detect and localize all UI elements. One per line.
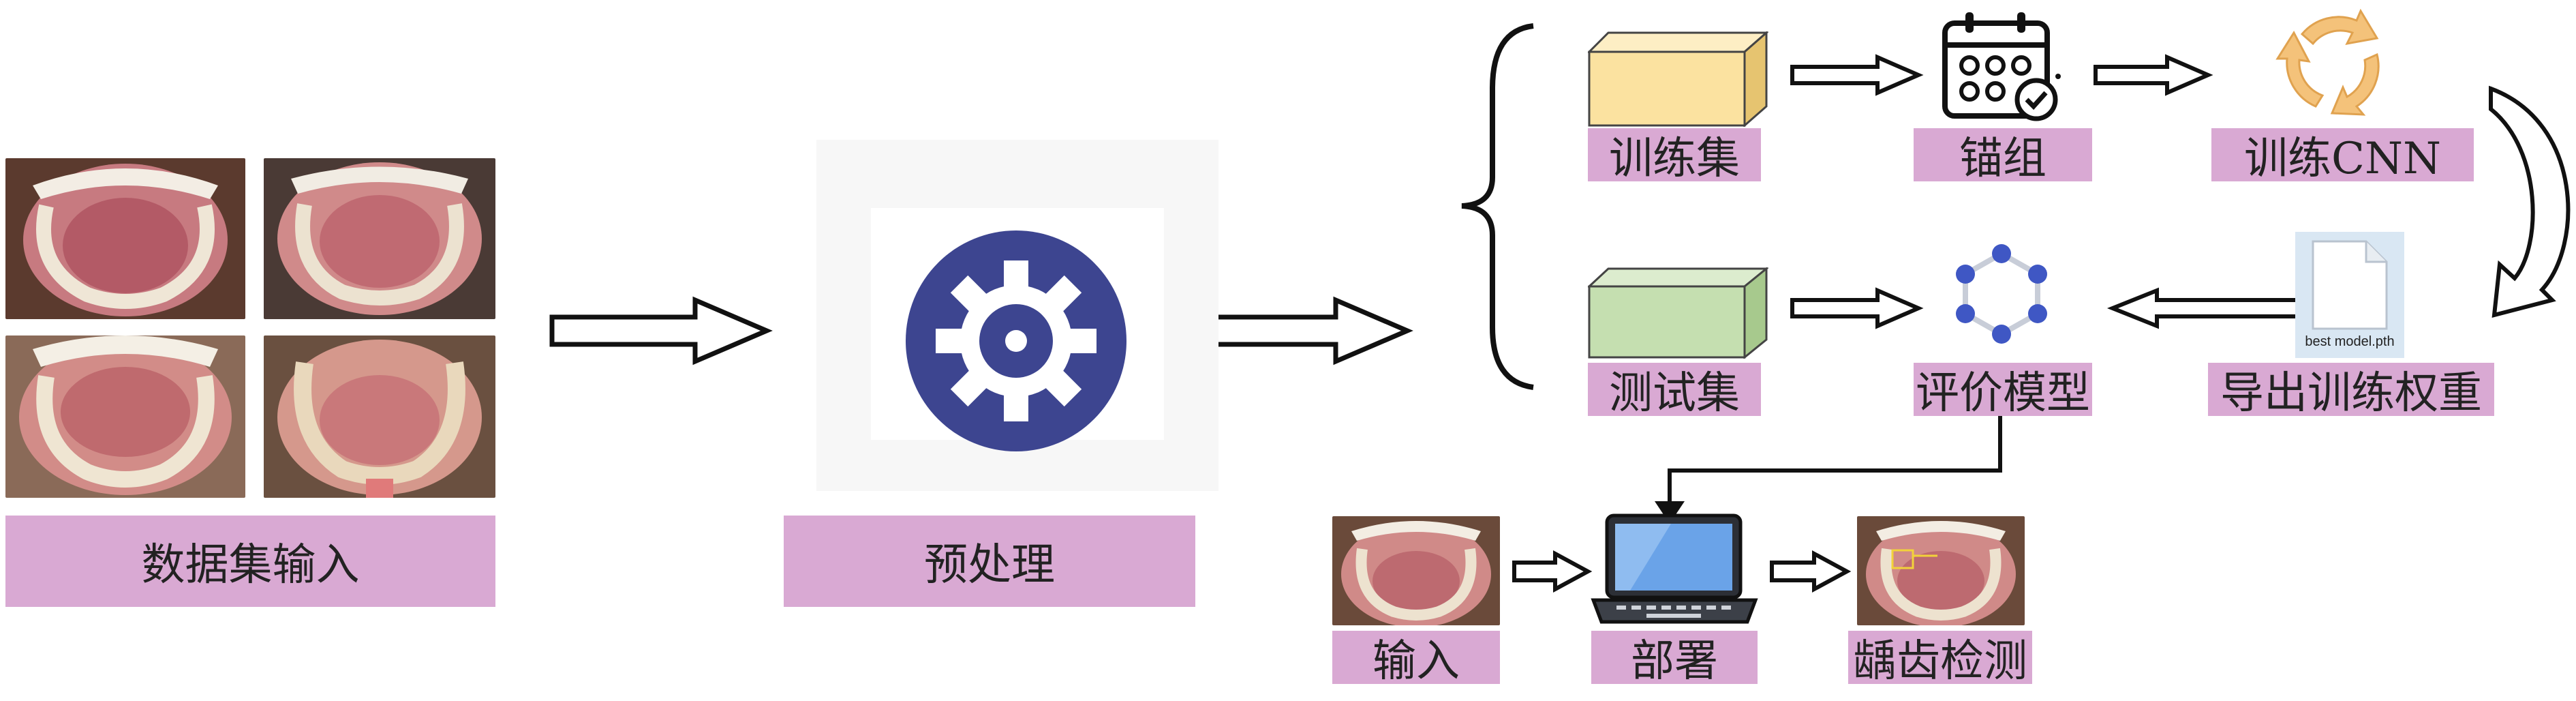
preprocess-label: 预处理: [784, 516, 1195, 607]
deploy-input-photo: [1332, 516, 1500, 625]
arrow-cnn-to-export: [2489, 85, 2571, 318]
dataset-photo-2: [264, 158, 495, 319]
deploy-input-label: 输入: [1332, 631, 1500, 687]
weights-file-icon: best model.pth: [2295, 232, 2404, 358]
test-set-box-icon: [1588, 267, 1768, 359]
arrow-train-to-anchor: [1790, 54, 1924, 96]
detection-result-photo: [1857, 516, 2025, 625]
dataset-photo-1: [5, 158, 245, 319]
train-cnn-label: 训练CNN: [2211, 128, 2474, 184]
dataset-input-label: 数据集输入: [5, 516, 495, 607]
gear-icon: [906, 230, 1126, 451]
train-set-label: 训练集: [1588, 128, 1761, 184]
arrow-input-to-preprocess: [549, 296, 773, 366]
arrow-export-to-eval: [2106, 287, 2319, 329]
evaluate-model-label: 评价模型: [1914, 363, 2092, 419]
anchor-calendar-icon: [1942, 12, 2061, 121]
laptop-icon: [1591, 513, 1758, 624]
caries-detection-label: 龋齿检测: [1848, 631, 2032, 687]
preprocess-panel: [816, 140, 1218, 491]
train-set-box-icon: [1588, 31, 1768, 127]
line-eval-to-deploy: [1668, 416, 2002, 503]
arrow-input-to-laptop: [1512, 550, 1593, 593]
arrow-preprocess-to-split: [1193, 296, 1413, 366]
test-set-label: 测试集: [1588, 363, 1761, 419]
arrow-laptop-to-detection: [1770, 550, 1852, 593]
model-network-icon: [1956, 244, 2047, 344]
split-brace: [1461, 23, 1534, 390]
anchor-group-label: 锚组: [1914, 128, 2092, 184]
deploy-label: 部署: [1591, 631, 1758, 687]
cycle-arrows-icon: [2275, 8, 2380, 116]
arrow-test-to-eval: [1790, 287, 1924, 329]
dataset-photo-4: [264, 335, 495, 498]
dataset-photo-3: [5, 335, 245, 498]
weights-file-name: best model.pth: [2305, 334, 2395, 349]
export-weights-label: 导出训练权重: [2208, 363, 2494, 419]
arrow-anchor-to-cnn: [2094, 54, 2213, 96]
